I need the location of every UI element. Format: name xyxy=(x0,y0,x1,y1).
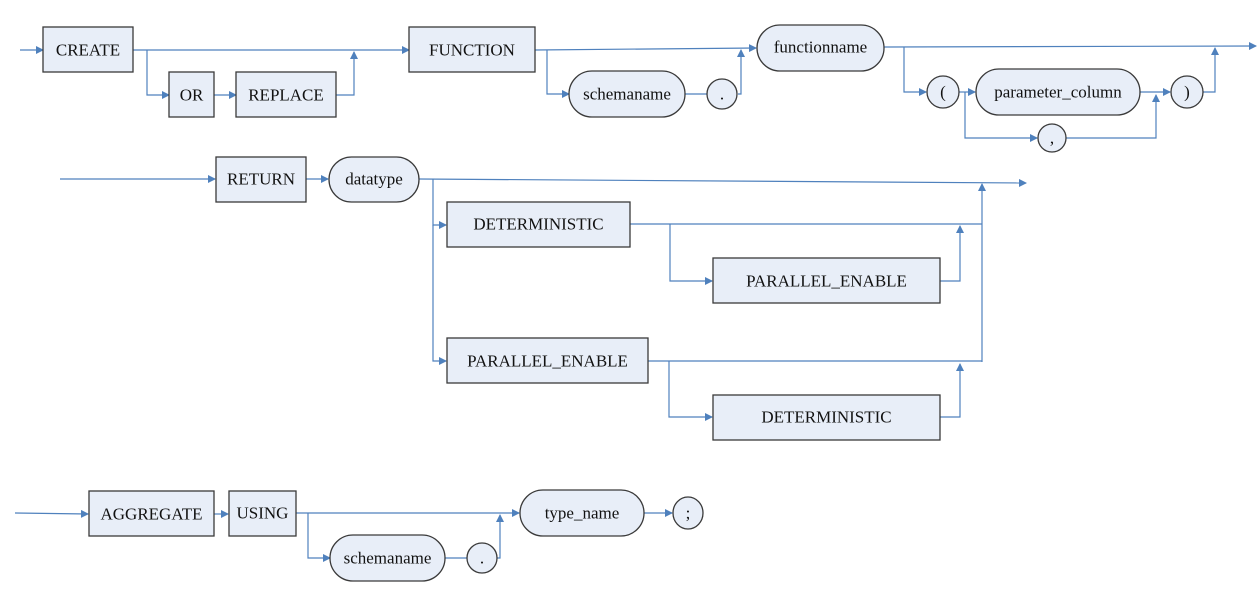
row3-lines xyxy=(14,509,673,562)
node-dot-2[interactable]: . xyxy=(466,542,498,574)
node-parallel-enable-1[interactable]: PARALLEL_ENABLE xyxy=(712,257,941,304)
node-label: REPLACE xyxy=(248,86,324,105)
node-label: PARALLEL_ENABLE xyxy=(746,272,907,291)
node-label: USING xyxy=(237,504,289,523)
row1-lines xyxy=(20,42,1257,142)
node-label: ; xyxy=(686,504,691,523)
node-aggregate[interactable]: AGGREGATE xyxy=(88,490,215,537)
node-functionname[interactable]: functionname xyxy=(756,24,885,72)
node-label: datatype xyxy=(345,170,403,189)
node-replace[interactable]: REPLACE xyxy=(235,71,337,118)
node-dot-1[interactable]: . xyxy=(706,78,738,110)
node-label: ( xyxy=(940,83,946,102)
node-label: type_name xyxy=(545,504,620,523)
node-label: AGGREGATE xyxy=(101,505,203,524)
node-function[interactable]: FUNCTION xyxy=(408,26,536,73)
node-label: OR xyxy=(180,86,204,105)
node-label: FUNCTION xyxy=(429,41,515,60)
node-using[interactable]: USING xyxy=(228,490,297,537)
node-create[interactable]: CREATE xyxy=(42,26,134,73)
node-label: . xyxy=(480,549,484,568)
row2-lines xyxy=(60,175,1027,421)
node-datatype[interactable]: datatype xyxy=(328,156,420,203)
node-label: DETERMINISTIC xyxy=(473,215,603,234)
node-or[interactable]: OR xyxy=(168,71,215,118)
node-label: RETURN xyxy=(227,170,295,189)
node-label: PARALLEL_ENABLE xyxy=(467,352,628,371)
node-label: schemaname xyxy=(344,549,432,568)
node-label: CREATE xyxy=(56,41,120,60)
node-label: ) xyxy=(1184,83,1190,102)
node-semicolon[interactable]: ; xyxy=(672,496,704,530)
node-label: , xyxy=(1050,129,1054,148)
node-label: DETERMINISTIC xyxy=(761,408,891,427)
node-label: parameter_column xyxy=(994,83,1122,102)
node-label: functionname xyxy=(774,38,867,57)
node-parameter-column[interactable]: parameter_column xyxy=(975,68,1141,116)
node-lparen[interactable]: ( xyxy=(926,75,960,109)
node-label: . xyxy=(720,85,724,104)
node-deterministic-1[interactable]: DETERMINISTIC xyxy=(446,201,631,248)
node-comma[interactable]: , xyxy=(1037,123,1067,153)
node-parallel-enable-2[interactable]: PARALLEL_ENABLE xyxy=(446,337,649,384)
node-rparen[interactable]: ) xyxy=(1170,75,1204,109)
node-schemaname-2[interactable]: schemaname xyxy=(329,534,446,582)
node-type-name[interactable]: type_name xyxy=(519,489,645,537)
node-deterministic-2[interactable]: DETERMINISTIC xyxy=(712,394,941,441)
node-schemaname-1[interactable]: schemaname xyxy=(568,70,686,118)
node-return[interactable]: RETURN xyxy=(215,156,307,203)
node-label: schemaname xyxy=(583,85,671,104)
